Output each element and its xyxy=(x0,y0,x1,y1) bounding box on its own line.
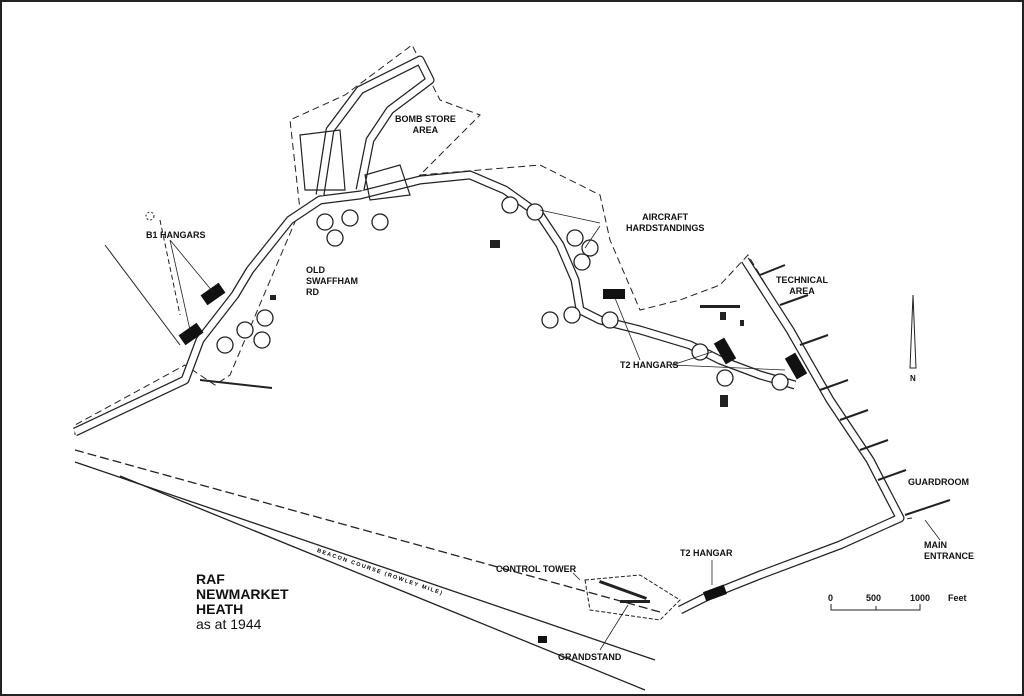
scale-tick-1000: 1000 xyxy=(910,593,931,603)
label-grandstand: GRANDSTAND xyxy=(558,652,622,662)
label-b1-hangars: B1 HANGARS xyxy=(146,230,206,240)
technical-area-roads xyxy=(199,264,951,516)
label-guardroom: GUARDROOM xyxy=(908,477,969,487)
title-date: as at 1944 xyxy=(196,616,262,632)
airfield-boundary xyxy=(74,44,913,521)
scale-tick-0: 0 xyxy=(828,593,834,603)
buildings xyxy=(270,240,744,603)
scale-tick-500: 500 xyxy=(866,593,882,603)
label-t2-hangars: T2 HANGARS xyxy=(620,360,679,370)
scale-unit: Feet xyxy=(948,593,967,603)
label-pointers xyxy=(169,209,941,651)
road xyxy=(104,244,181,346)
title-line: HEATH xyxy=(196,601,244,617)
bomb-store xyxy=(299,129,346,191)
title-line: NEWMARKET xyxy=(196,586,289,602)
road xyxy=(159,219,181,316)
label-t2-hangar: T2 HANGAR xyxy=(680,548,733,558)
map-title: RAF NEWMARKET HEATH as at 1944 xyxy=(196,572,289,632)
racecourse-line xyxy=(119,475,646,691)
aircraft-hardstandings xyxy=(216,196,789,391)
north-arrow-icon xyxy=(909,294,917,369)
dispersal-marker xyxy=(145,211,155,221)
grandstand-area xyxy=(584,574,681,621)
racecourse-boundary xyxy=(74,449,661,613)
label-control-tower: CONTROL TOWER xyxy=(496,564,577,574)
racecourse-line xyxy=(74,461,656,661)
title-line: RAF xyxy=(196,571,225,587)
hangars xyxy=(178,282,808,643)
label-north: N xyxy=(910,374,916,383)
